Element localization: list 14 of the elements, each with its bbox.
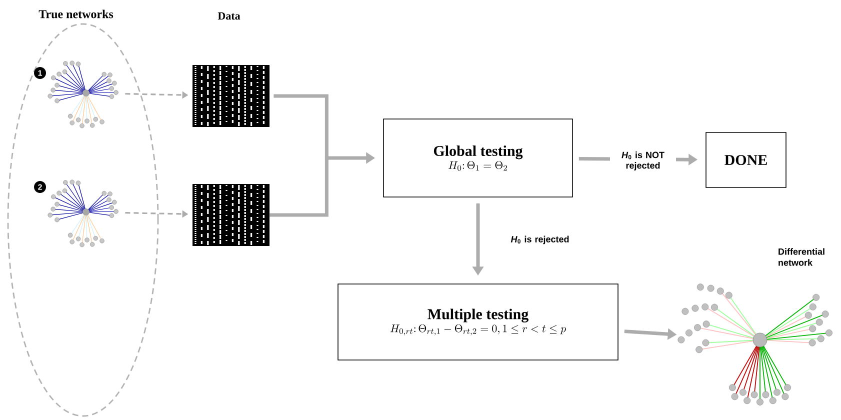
edge-label: H$_{0}$ is NOT rejected xyxy=(610,150,676,172)
node-label: Differential network xyxy=(778,248,824,266)
process-box: Multiple testing $H_{0,rt}\colon \Theta_{rt,1} - \Theta_{rt,2} = 0, 1 \le r < t \le p$ xyxy=(338,284,618,360)
process-box: Global testing $H_0\colon \Theta_1 = \Theta_2$ xyxy=(383,118,573,198)
data-matrix-drawing xyxy=(192,65,270,127)
callout-number: 1 xyxy=(34,67,46,79)
network-drawing xyxy=(48,60,118,128)
callout-number: 2 xyxy=(34,181,46,193)
process-box: DONE xyxy=(706,132,786,188)
edge-label: H$_{0}$ is rejected xyxy=(507,234,573,246)
data-matrix-drawing xyxy=(192,184,270,246)
heading: Data xyxy=(218,12,240,20)
heading: True networks xyxy=(38,10,114,18)
network-drawing xyxy=(48,180,118,248)
